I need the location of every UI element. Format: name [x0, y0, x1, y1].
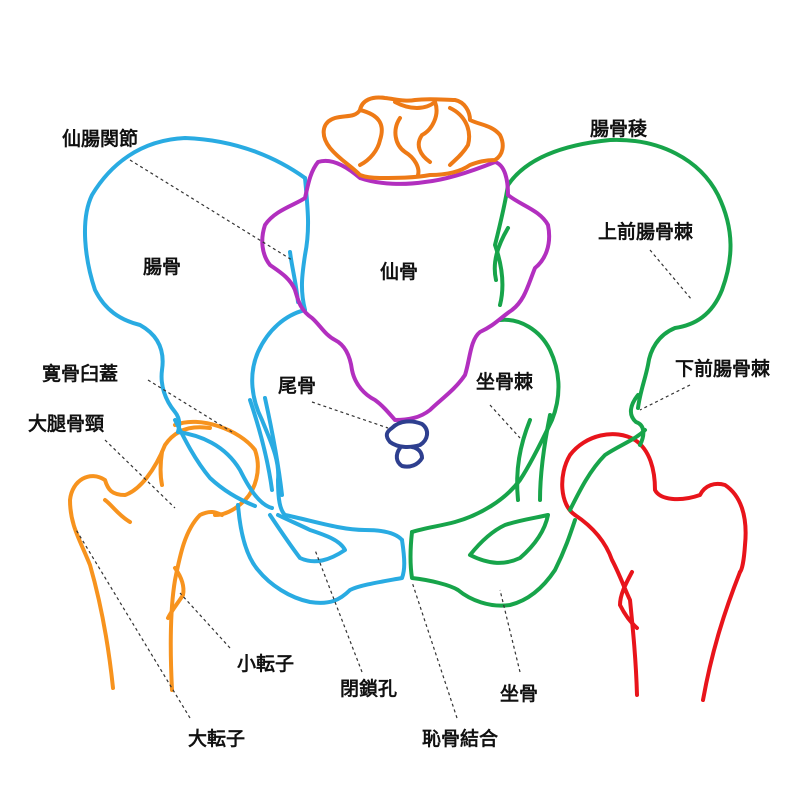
left-femur-lesser-trochanter [166, 566, 186, 620]
sacrum [260, 158, 552, 422]
left-femur-shaft-inner [168, 510, 224, 692]
coccyx-upper [384, 419, 429, 449]
right-hip-bone [408, 137, 733, 608]
label-femoral-neck: 大腿骨頸 [28, 412, 105, 435]
label-sacrum: 仙骨 [380, 260, 418, 283]
label-obturator-foramen: 閉鎖孔 [340, 677, 397, 700]
right-ischium-inner [515, 418, 532, 502]
leader-ischium [499, 589, 521, 673]
right-acetabulum-rim [568, 428, 647, 512]
sacrum-outline [260, 158, 552, 422]
label-acetabular-roof: 寛骨臼蓋 [42, 362, 118, 385]
leader-lines [74, 159, 693, 719]
left-pelvic-brim [250, 308, 404, 542]
labels: 仙腸関節 腸骨稜 腸骨 仙骨 上前腸骨棘 寛骨臼蓋 尾骨 坐骨棘 下前腸骨棘 大… [28, 117, 771, 750]
right-aiis-spur [629, 393, 646, 447]
label-iliac-crest: 腸骨稜 [590, 117, 648, 140]
sacrum-top [321, 95, 505, 180]
right-ilium-outline [506, 137, 733, 410]
right-femur-shaft-inner [573, 513, 639, 697]
label-greater-trochanter: 大転子 [188, 727, 245, 750]
right-pubis-lower [408, 518, 577, 608]
label-ilium: 腸骨 [143, 256, 181, 278]
sacrum-top-outline [321, 95, 505, 180]
leader-obturator-foramen [314, 549, 363, 673]
leader-ischial-spine [489, 404, 521, 439]
left-ilium-outline [82, 136, 307, 434]
sacrum-top-inner-right [448, 106, 471, 167]
left-acetabulum-outline [176, 430, 274, 510]
leader-coccyx [311, 401, 389, 429]
left-femur-neck-line [158, 450, 164, 487]
leader-pubic-symphysis [411, 581, 458, 719]
label-lesser-trochanter: 小転子 [237, 653, 294, 675]
left-obturator-foramen [268, 513, 347, 564]
leader-aiis [639, 384, 691, 411]
sacrum-top-inner-mid [393, 100, 439, 164]
leader-asis [649, 249, 693, 301]
right-femur [560, 432, 748, 702]
label-ischium: 坐骨 [500, 683, 538, 705]
label-aiis: 下前腸骨棘 [675, 357, 771, 380]
right-pelvic-brim [410, 317, 561, 534]
left-ischium-line-1 [248, 398, 274, 492]
left-femur-head [173, 419, 260, 517]
leader-lesser-trochanter [179, 592, 231, 649]
left-ischium-line-2 [263, 396, 284, 497]
label-pubic-symphysis: 恥骨結合 [422, 727, 499, 750]
right-femur-lesser-trochanter [618, 570, 639, 630]
right-ilium-sacroiliac [492, 226, 510, 282]
right-femur-head [560, 432, 748, 574]
left-femur-trochanter-notch [103, 498, 132, 524]
left-femur [68, 419, 260, 692]
left-femur-shaft-outer [68, 425, 212, 690]
leader-acetabular-roof [147, 379, 233, 433]
label-sacroiliac-joint: 仙腸関節 [62, 127, 138, 150]
left-pubis-lower [236, 503, 407, 605]
sacrum-top-inner-left [358, 108, 384, 167]
right-obturator-foramen [468, 513, 550, 565]
label-coccyx: 尾骨 [278, 375, 316, 397]
right-ilium-inner [493, 183, 510, 307]
label-asis: 上前腸骨棘 [598, 220, 694, 243]
leader-femoral-neck [104, 439, 176, 509]
right-ischial-spine-line [538, 413, 552, 502]
label-ischial-spine: 坐骨棘 [476, 371, 534, 393]
left-ilium-inner [300, 176, 311, 312]
leader-greater-trochanter [74, 527, 191, 719]
left-hip-bone [82, 136, 407, 605]
coccyx [384, 419, 429, 469]
left-acetabulum-rim [173, 418, 257, 508]
leader-sacroiliac-joint [129, 159, 293, 261]
right-femur-shaft-outer [701, 570, 742, 702]
sacrum-top-inner-center [393, 116, 421, 177]
coccyx-lower [394, 445, 424, 469]
